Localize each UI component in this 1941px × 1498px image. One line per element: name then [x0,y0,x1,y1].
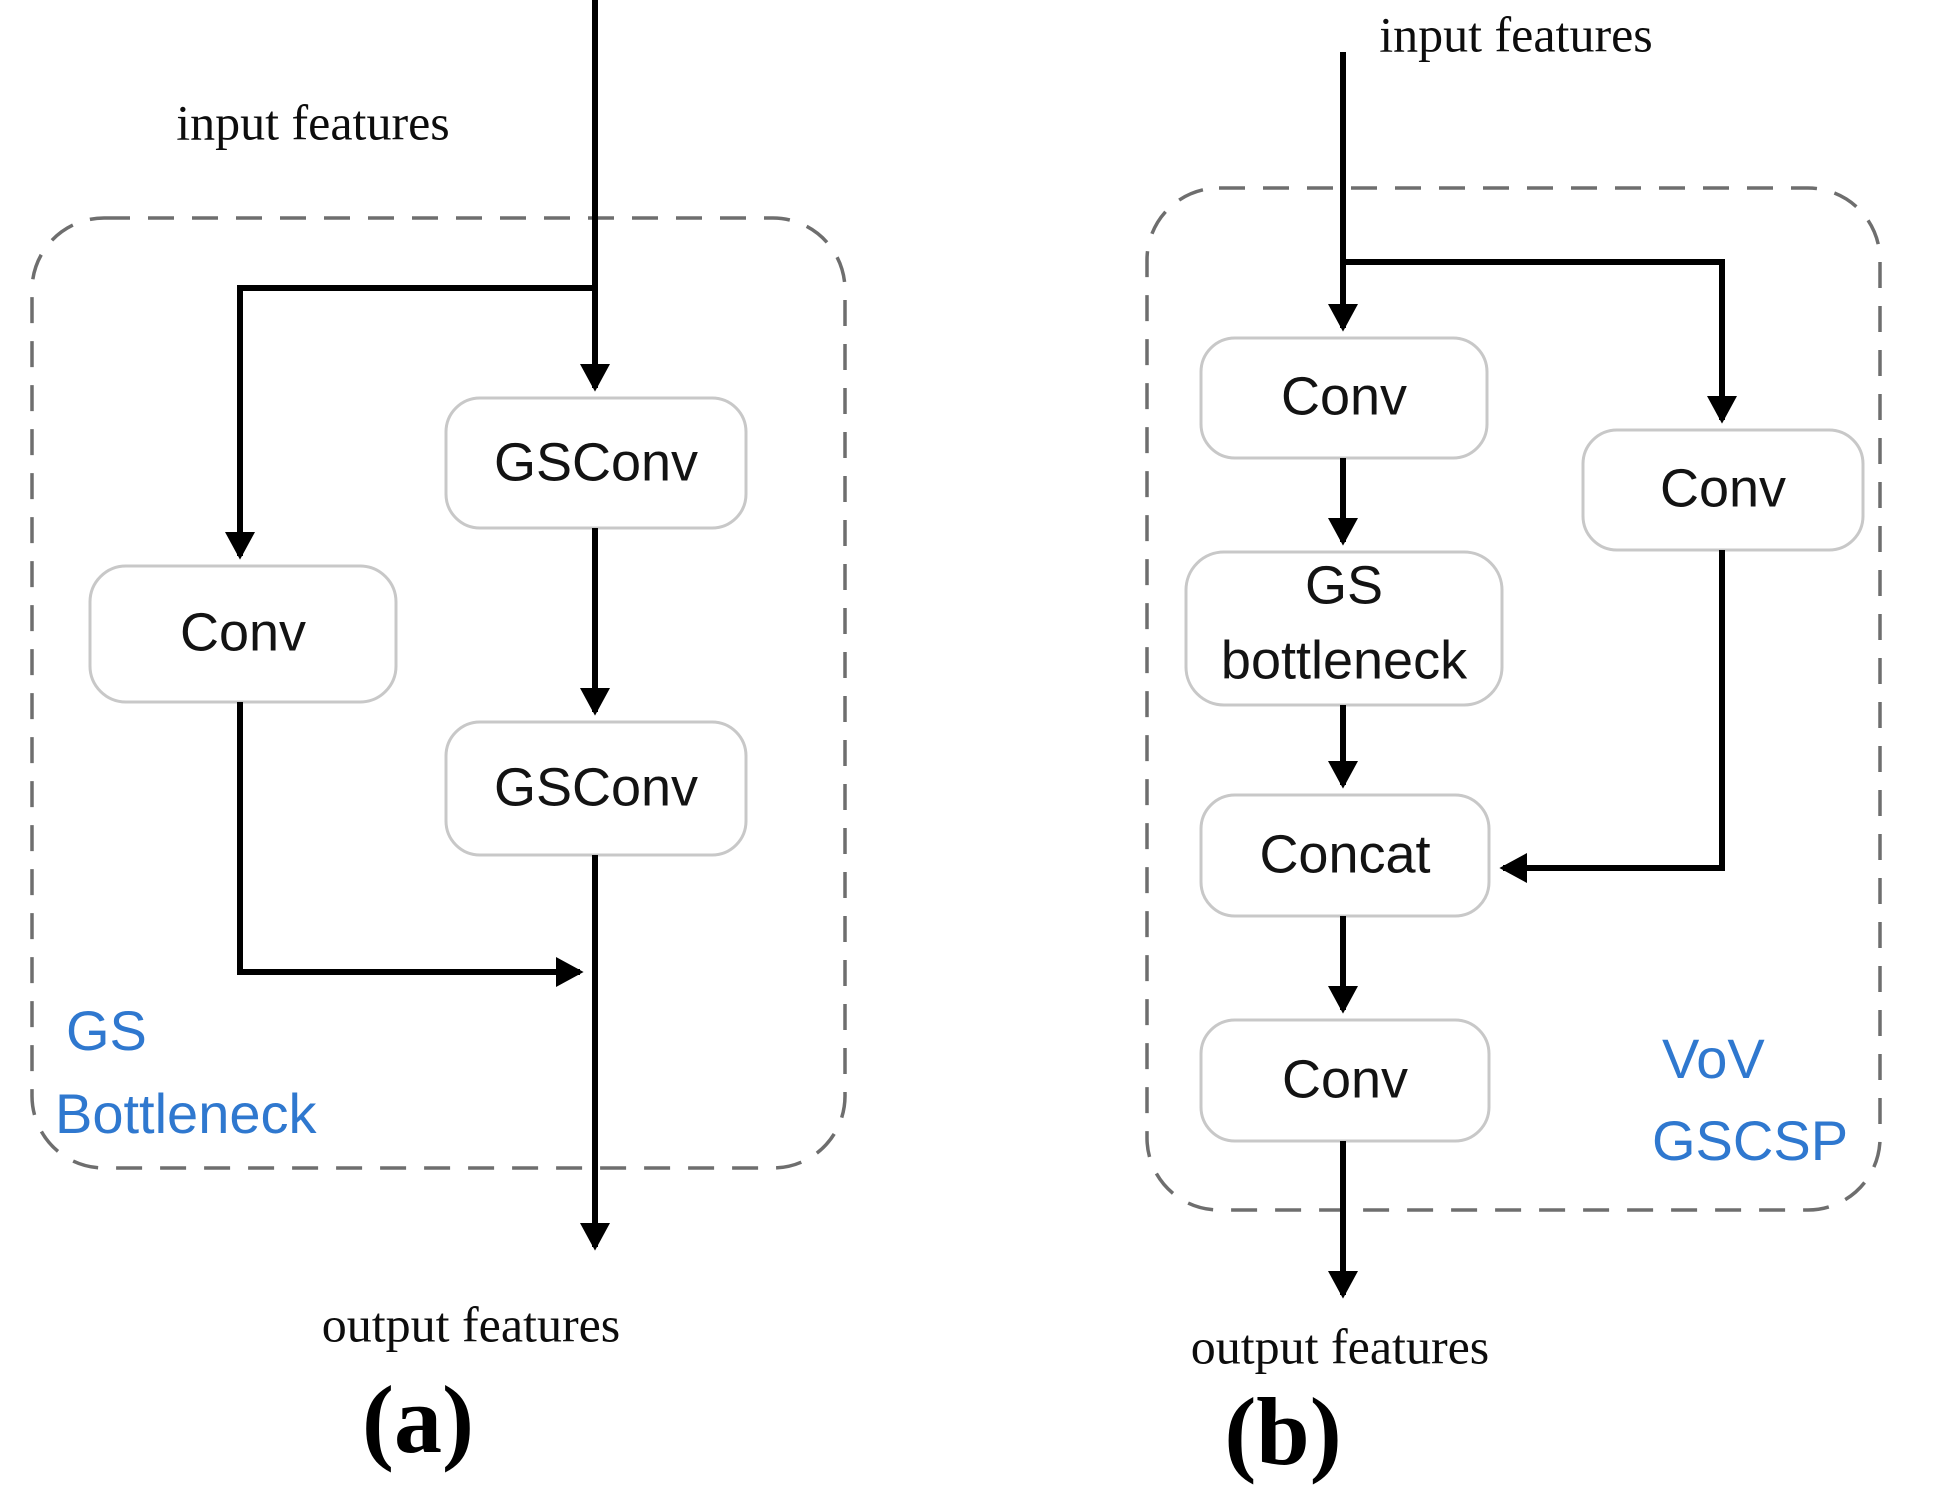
panel-a-output-label: output features [322,1296,621,1352]
panel-b-gs-bottleneck-label-line2: bottleneck [1221,630,1468,690]
panel-a-conv-label: Conv [180,602,306,662]
panel-b-group: input features Conv Conv GS bottlenec [1145,6,1882,1485]
panel-b-group-label-line2: GSCSP [1652,1109,1848,1172]
panel-b-group-label-line1: VoV [1662,1027,1765,1090]
panel-a-input-label: input features [176,94,450,150]
panel-a-group: input features GSConv Conv GSConv [30,0,847,1473]
panel-a-node-conv: Conv [88,564,398,704]
panel-b-input-label: input features [1379,6,1653,62]
panel-b-node-conv-out: Conv [1199,1018,1491,1143]
panel-b-letter: (b) [1224,1378,1341,1485]
panel-a-node-gsconv-1: GSConv [444,396,748,530]
gs-bottleneck-dashed-border [30,216,847,1170]
panel-b-gs-bottleneck-label-line1: GS [1305,555,1383,615]
panel-b-skip-merge-line [1499,550,1725,883]
vov-gscsp-dashed-border [1145,186,1882,1212]
panel-a-group-label-line2: Bottleneck [55,1082,317,1145]
panel-a-gsconv-1-label: GSConv [494,432,698,492]
panel-a-gsconv-2-label: GSConv [494,757,698,817]
panel-b-concat-label: Concat [1259,824,1430,884]
panel-b-node-concat: Concat [1199,793,1491,918]
panel-a-group-label-line1: GS [66,999,147,1062]
panel-b-output-label: output features [1191,1318,1490,1374]
panel-a-skip-merge-line [237,702,584,987]
panel-b-node-conv-main: Conv [1199,336,1489,460]
panel-b-conv-out-label: Conv [1282,1049,1408,1109]
panel-a-letter: (a) [362,1366,474,1473]
panel-a-node-gsconv-2: GSConv [444,720,748,857]
panel-b-node-gs-bottleneck: GS bottleneck [1184,550,1504,707]
panel-b-conv-main-label: Conv [1281,366,1407,426]
panel-b-node-conv-branch: Conv [1581,428,1865,552]
panel-a-skip-branch-line [225,285,595,560]
panel-b-skip-branch-line [1343,259,1737,424]
panel-b-conv-branch-label: Conv [1660,458,1786,518]
